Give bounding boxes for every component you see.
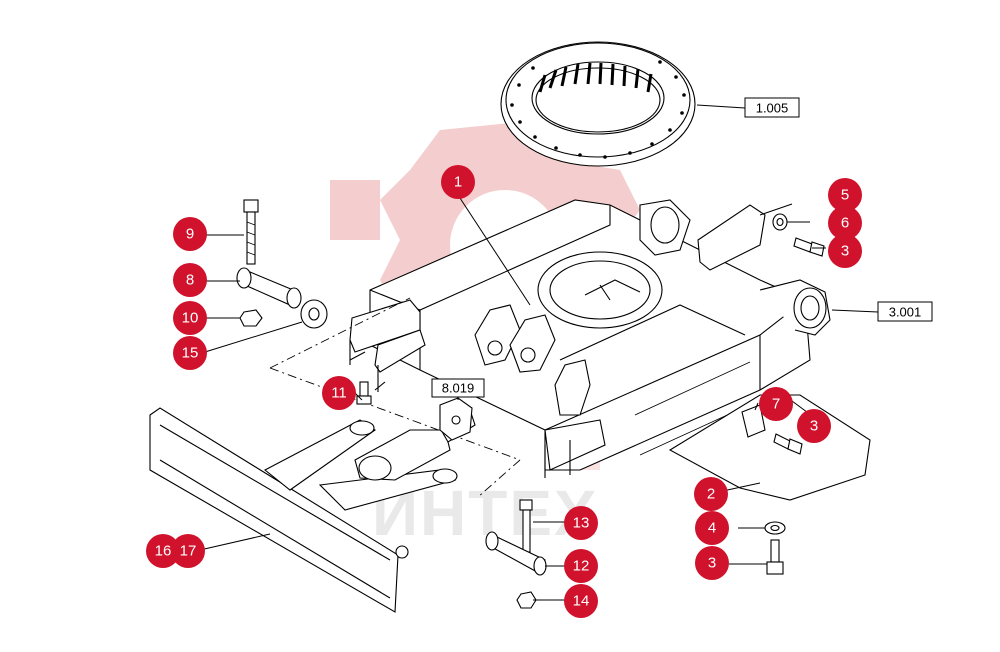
upper-frame-drawing xyxy=(349,199,831,478)
callout-16: 16 xyxy=(146,534,180,568)
svg-text:6: 6 xyxy=(841,215,849,232)
nut-14-drawing xyxy=(516,591,537,609)
callout-9: 9 xyxy=(173,217,207,251)
callout-3-lower: 3 xyxy=(695,546,729,580)
callout-3-upper: 3 xyxy=(828,234,862,268)
svg-text:14: 14 xyxy=(573,593,590,610)
svg-text:2: 2 xyxy=(707,486,715,503)
assembly-dashed-outline xyxy=(269,297,521,498)
washer-4-drawing xyxy=(764,521,786,535)
bolt-3-upper-drawing xyxy=(793,237,825,257)
callout-14: 14 xyxy=(564,584,598,618)
dozer-blade-drawing xyxy=(149,407,476,613)
svg-text:16: 16 xyxy=(155,543,172,560)
svg-text:9: 9 xyxy=(186,226,194,243)
bolt-3-middle-drawing xyxy=(773,433,803,455)
callout-7: 7 xyxy=(759,387,793,421)
grease-nipple-11-drawing xyxy=(356,381,372,405)
reference-label-3001: 3.001 xyxy=(889,305,922,320)
block-8019-drawing xyxy=(439,397,473,441)
pin-13-drawing xyxy=(519,499,533,553)
callout-8: 8 xyxy=(173,263,207,297)
callout-11: 11 xyxy=(322,376,356,410)
svg-text:5: 5 xyxy=(841,187,849,204)
callout-3-middle: 3 xyxy=(797,409,831,443)
pin-12-drawing xyxy=(485,531,547,576)
reference-label-1005: 1.005 xyxy=(756,101,789,116)
svg-text:11: 11 xyxy=(331,385,347,402)
callout-4: 4 xyxy=(695,511,729,545)
reference-box-8019: 8.019 xyxy=(431,378,485,398)
svg-text:1: 1 xyxy=(454,174,462,191)
svg-text:3: 3 xyxy=(708,555,716,572)
svg-text:8: 8 xyxy=(186,272,194,289)
svg-text:7: 7 xyxy=(772,396,780,413)
callout-2: 2 xyxy=(694,477,728,511)
callouts: 1 2 3 3 3 4 5 6 7 8 9 10 11 12 13 14 15 … xyxy=(146,165,862,618)
reference-box-3001: 3.001 xyxy=(877,301,933,322)
bolt-3-lower-drawing xyxy=(766,539,784,575)
svg-text:3: 3 xyxy=(810,418,818,435)
callout-10: 10 xyxy=(173,301,207,335)
svg-text:15: 15 xyxy=(182,345,199,362)
callout-17: 17 xyxy=(171,534,205,568)
callout-1: 1 xyxy=(441,165,475,199)
cover-plate-drawing xyxy=(697,204,766,271)
callout-13: 13 xyxy=(564,506,598,540)
svg-text:12: 12 xyxy=(573,558,590,575)
svg-text:4: 4 xyxy=(708,520,716,537)
svg-text:13: 13 xyxy=(573,515,590,532)
svg-text:17: 17 xyxy=(180,543,197,560)
pin-8-drawing xyxy=(236,267,302,309)
callout-6: 6 xyxy=(828,206,862,240)
svg-text:3: 3 xyxy=(841,243,849,260)
svg-text:10: 10 xyxy=(182,310,199,327)
reference-label-8019: 8.019 xyxy=(442,381,475,396)
reference-box-1005: 1.005 xyxy=(744,97,800,118)
swing-bearing-drawing xyxy=(500,41,696,167)
callout-12: 12 xyxy=(564,549,598,583)
washer-15-drawing xyxy=(300,299,328,329)
callout-15: 15 xyxy=(173,336,207,370)
small-bracket-drawing xyxy=(741,404,766,438)
washer-6-drawing xyxy=(772,213,788,231)
pin-9-drawing xyxy=(243,199,259,265)
nut-10-drawing xyxy=(239,309,263,327)
callout-5: 5 xyxy=(828,178,862,212)
